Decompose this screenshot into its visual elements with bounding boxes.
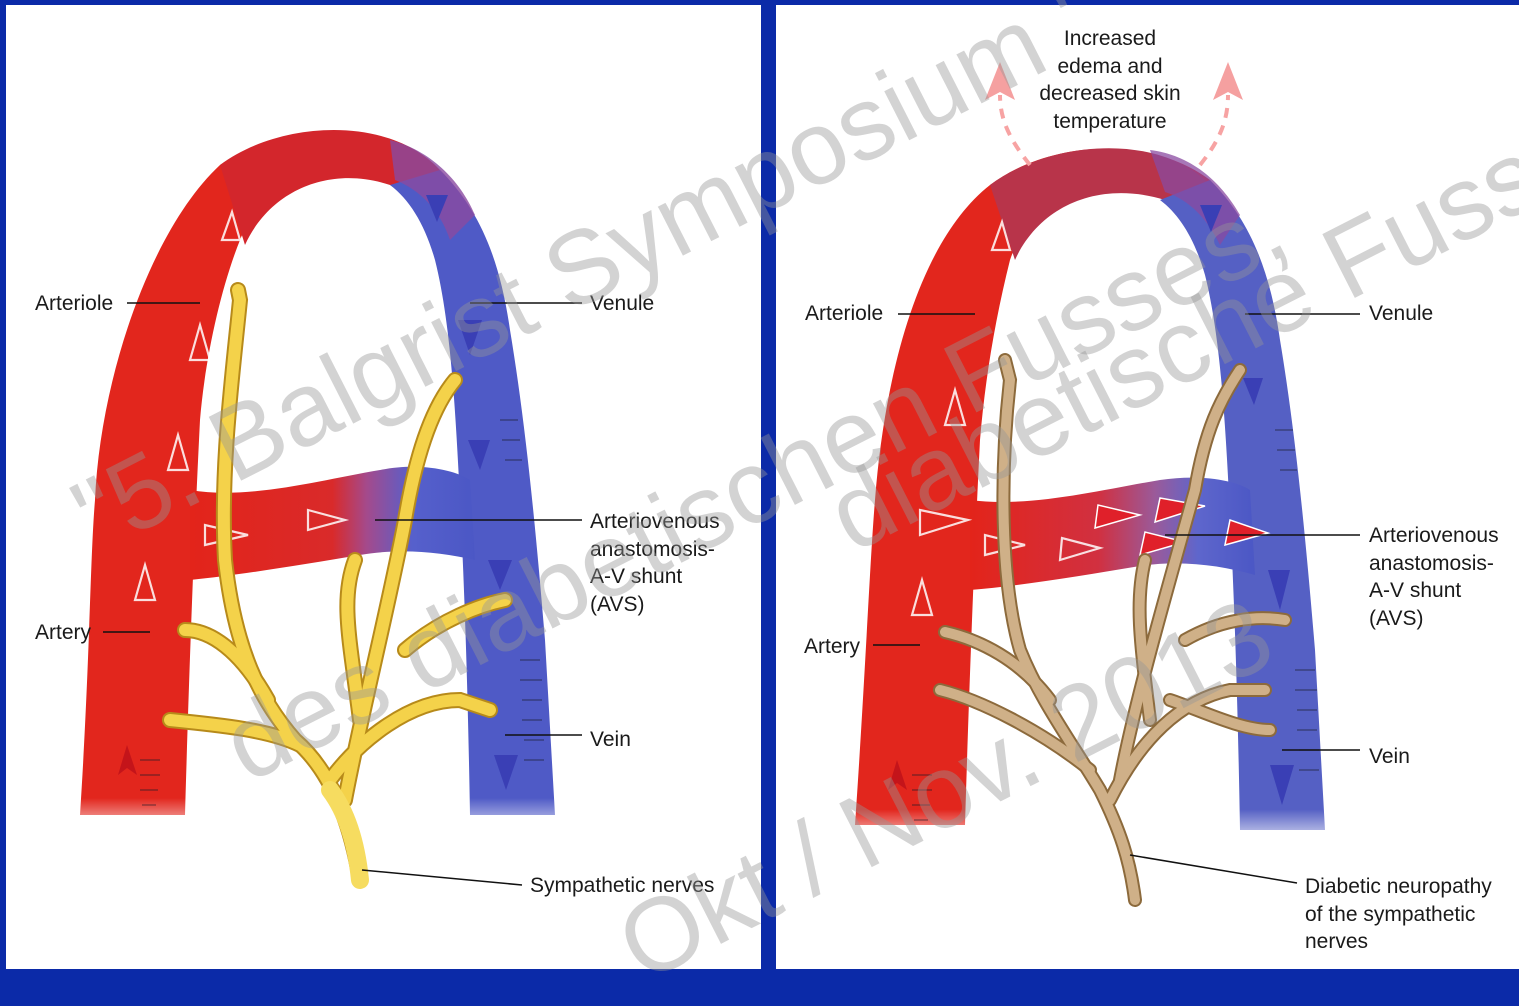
left-panel xyxy=(6,5,761,969)
right-label-artery: Artery xyxy=(804,633,860,661)
right-label-arteriole: Arteriole xyxy=(805,300,883,328)
left-label-arteriole: Arteriole xyxy=(35,290,113,318)
left-label-artery: Artery xyxy=(35,619,91,647)
left-label-avs: Arteriovenous anastomosis- A-V shunt (AV… xyxy=(590,508,720,618)
right-panel xyxy=(776,5,1519,969)
right-label-avs: Arteriovenous anastomosis- A-V shunt (AV… xyxy=(1369,522,1499,632)
left-label-vein: Vein xyxy=(590,726,631,754)
left-label-venule: Venule xyxy=(590,290,654,318)
left-label-nerves: Sympathetic nerves xyxy=(530,872,714,900)
right-label-effect: Increased edema and decreased skin tempe… xyxy=(1022,25,1198,135)
right-label-nerves: Diabetic neuropathy of the sympathetic n… xyxy=(1305,873,1492,956)
right-label-venule: Venule xyxy=(1369,300,1433,328)
right-label-vein: Vein xyxy=(1369,743,1410,771)
